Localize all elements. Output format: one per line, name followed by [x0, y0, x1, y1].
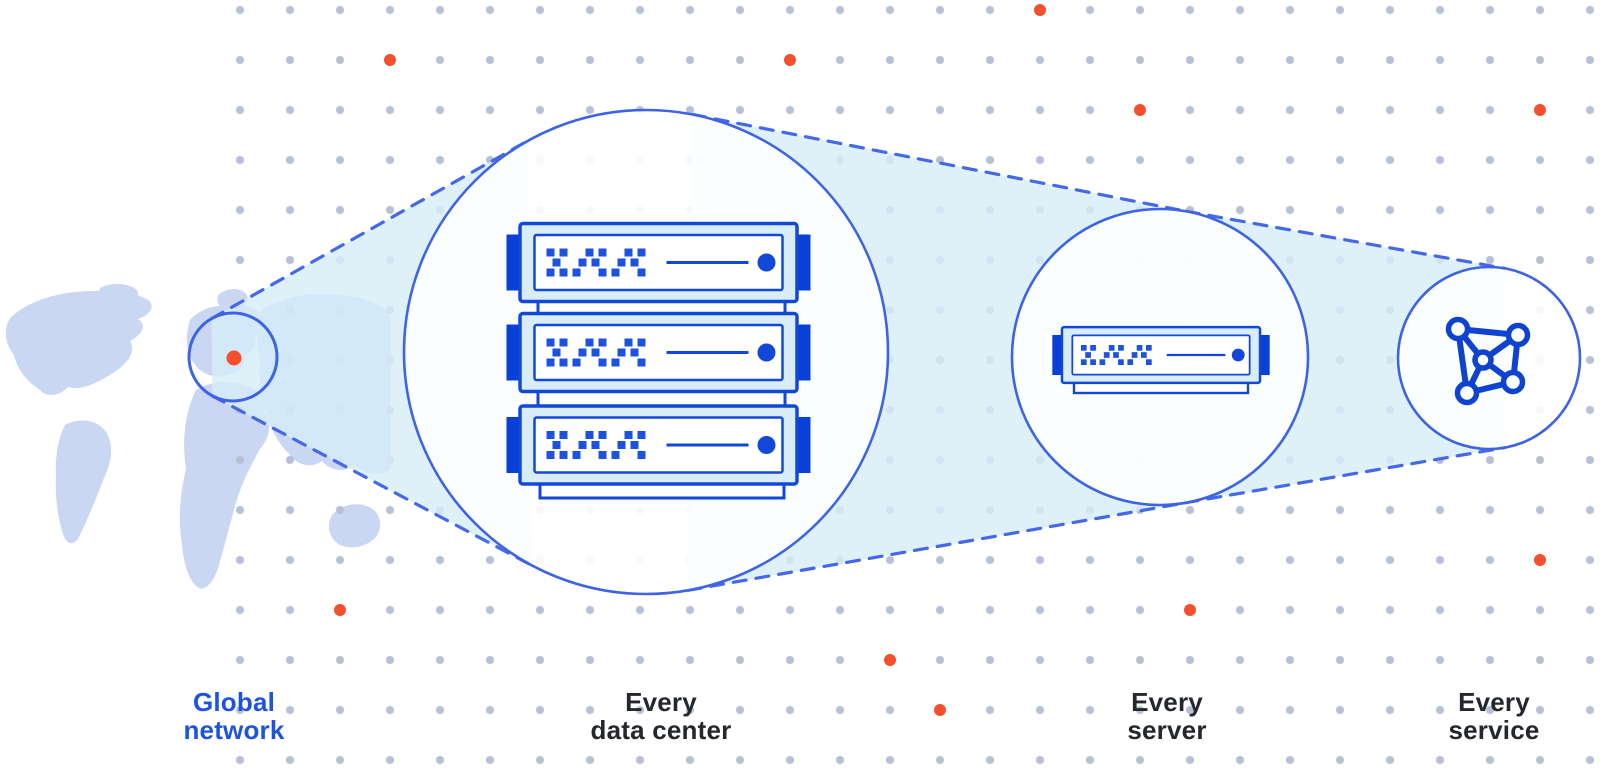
stage-label-line: Global [192, 687, 276, 717]
stage-label-global-network: Global network [183, 688, 284, 744]
rack-unit [1051, 325, 1271, 385]
continent-north-america [5, 290, 152, 396]
accent-dot [334, 604, 346, 616]
accent-dot [1134, 104, 1146, 116]
stage-label-line: network [183, 715, 285, 745]
stage-label-every-data-center: Every data center [591, 688, 732, 744]
stage-label-line: server [1127, 715, 1207, 745]
server-unit-icon [1051, 325, 1271, 395]
stage-label-line: Every [1131, 687, 1203, 717]
accent-dot [784, 54, 796, 66]
data-center-circle [402, 108, 890, 596]
accent-dot [1534, 554, 1546, 566]
continent-south-america [55, 420, 112, 544]
service-circle [1396, 265, 1582, 451]
island-greenland [97, 284, 139, 311]
stage-label-line: Every [1458, 687, 1530, 717]
accent-dot [1184, 604, 1196, 616]
stage-label-line: data center [590, 715, 732, 745]
accent-dot [884, 654, 896, 666]
location-dot [226, 350, 242, 366]
accent-dot [1034, 4, 1046, 16]
stage-label-line: service [1448, 715, 1540, 745]
rack-unit [504, 311, 813, 394]
stage-label-line: Every [625, 687, 697, 717]
server-circle [1010, 207, 1310, 507]
stage-label-every-service: Every service [1448, 688, 1539, 744]
network-mesh-icon [1445, 316, 1531, 406]
rack-unit [504, 404, 813, 486]
accent-dot [934, 704, 946, 716]
server-rack-icon [504, 221, 813, 500]
stage-label-every-server: Every server [1127, 688, 1206, 744]
rack-unit [504, 221, 813, 304]
globe-highlight-circle [187, 311, 279, 403]
dashed-tangent-lines [209, 112, 1507, 592]
accent-dot [384, 54, 396, 66]
accent-dot [1534, 104, 1546, 116]
